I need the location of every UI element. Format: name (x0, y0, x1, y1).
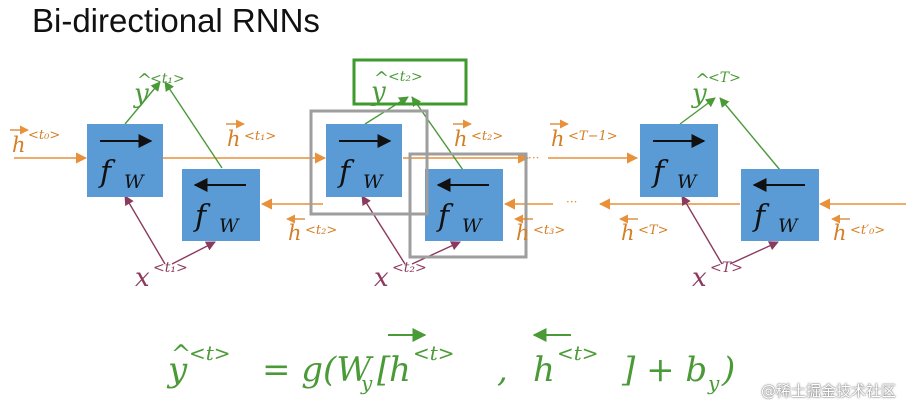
svg-text:y: y (707, 371, 720, 395)
svg-text:<T>: <T> (638, 223, 668, 238)
svg-text:<t₂>: <t₂> (305, 223, 337, 238)
svg-text:x: x (374, 263, 389, 293)
forward-cell-2: f W (326, 124, 402, 197)
svg-text:x: x (135, 263, 150, 293)
backward-cell-T: f W (741, 169, 819, 241)
svg-text:<t₀>: <t₀> (28, 128, 60, 143)
slide-title: Bi-directional RNNs (32, 2, 320, 39)
svg-text:h: h (454, 127, 468, 151)
svg-text:h: h (551, 127, 565, 151)
svg-text:<T−1>: <T−1> (568, 129, 618, 144)
svg-text:h: h (389, 350, 411, 390)
svg-text:y: y (370, 77, 386, 107)
svg-text:<t>: <t> (413, 341, 455, 365)
svg-text:W: W (778, 215, 799, 237)
svg-text:,: , (497, 350, 508, 390)
backward-cell-2: f W (425, 169, 503, 241)
svg-text:^: ^ (374, 68, 389, 89)
svg-text:h: h (533, 350, 555, 390)
fwd-activation-label-t1: h <t₁> (226, 119, 276, 151)
svg-text:<t₁>: <t₁> (150, 71, 185, 87)
svg-text:y: y (360, 371, 373, 395)
svg-text:W: W (462, 215, 483, 237)
highlight-box-output-t2 (352, 58, 468, 106)
bwd-activation-label-t0p: h <t′₀> (831, 214, 885, 245)
input-label-t2: x <t₂> (374, 260, 427, 293)
bwd-activation-label-t3: h <t₃> (514, 214, 565, 245)
svg-text:h: h (227, 127, 241, 151)
svg-text:h: h (833, 221, 847, 245)
svg-text:W: W (363, 171, 384, 193)
svg-text:<t₁>: <t₁> (153, 260, 188, 276)
svg-text:y: y (691, 79, 707, 109)
svg-text:^: ^ (137, 70, 152, 91)
svg-text:h: h (621, 221, 635, 245)
svg-text:): ) (721, 350, 735, 390)
bwd-activation-label-T: h <T> (619, 214, 668, 245)
svg-text:<T>: <T> (708, 70, 741, 86)
svg-text:<t′₀>: <t′₀> (850, 223, 885, 238)
input-arrows (124, 195, 779, 265)
watermark: @稀土掘金技术社区 (760, 382, 896, 400)
svg-text:h: h (516, 221, 530, 245)
svg-text:<t>: <t> (557, 341, 599, 365)
forward-cell-1: f W (87, 124, 163, 197)
svg-text:<t₁>: <t₁> (244, 129, 276, 144)
svg-text:h: h (288, 221, 302, 245)
highlight-box-backward-t2 (408, 152, 528, 259)
svg-text:<t₃>: <t₃> (533, 223, 565, 238)
svg-text:W: W (124, 171, 145, 193)
svg-text:y: y (166, 350, 188, 390)
svg-text:<t₂>: <t₂> (471, 129, 503, 144)
fwd-activation-label-t0: h <t₀> (10, 125, 60, 157)
svg-text:y: y (133, 79, 149, 109)
forward-ellipsis: ··· (528, 151, 539, 165)
forward-cell-T: f W (640, 124, 718, 197)
output-label-t1: ^ y <t₁> (133, 70, 185, 109)
svg-text:W: W (219, 215, 240, 237)
svg-text:<t>: <t> (189, 341, 231, 365)
svg-text:^: ^ (171, 340, 191, 368)
svg-text:x: x (692, 263, 707, 293)
svg-text:W: W (677, 171, 698, 193)
backward-cell-1: f W (182, 169, 260, 241)
output-label-t2: ^ y <t₂> (370, 68, 423, 107)
svg-text:<t₂>: <t₂> (388, 69, 423, 85)
svg-text:= g(W: = g(W (262, 350, 374, 390)
svg-text:<T>: <T> (710, 260, 743, 276)
svg-text:] + b: ] + b (621, 350, 707, 390)
fwd-activation-label-t2: h <t₂> (453, 119, 503, 151)
backward-ellipsis: ··· (566, 195, 577, 209)
svg-text:^: ^ (695, 70, 710, 91)
highlight-box-forward-t2 (309, 109, 429, 216)
fwd-activation-label-Tm1: h <T−1> (550, 119, 618, 151)
svg-text:[: [ (377, 350, 391, 390)
bidirectional-output-formula: ^ y <t> = g(W y [ h <t> , h <t> ] + b y … (166, 328, 735, 395)
svg-text:h: h (12, 133, 26, 157)
output-label-T: ^ y <T> (691, 70, 741, 109)
input-label-t1: x <t₁> (135, 260, 188, 293)
bwd-activation-label-t2: h <t₂> (286, 214, 337, 245)
input-label-T: x <T> (692, 260, 743, 293)
svg-text:<t₂>: <t₂> (392, 260, 427, 276)
